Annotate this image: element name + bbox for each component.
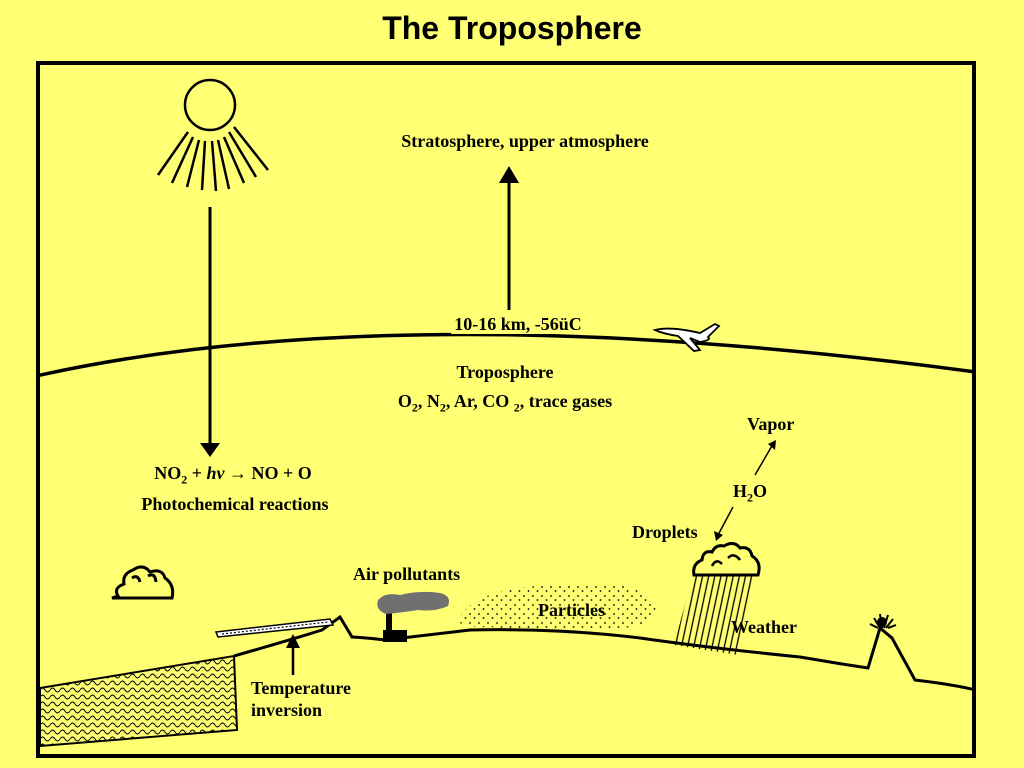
droplets-arrow (714, 506, 734, 541)
inversion-arrow (286, 634, 300, 675)
gases-label: O2, N2, Ar, CO 2, trace gases (397, 391, 613, 415)
factory-icon (383, 611, 407, 642)
cloud-icon (111, 565, 175, 600)
inversion-label: inversion (251, 700, 323, 720)
smoke-icon (377, 591, 449, 614)
stratosphere-label: Stratosphere, upper atmosphere (401, 131, 649, 151)
page-title: The Troposphere (382, 10, 642, 46)
temperature-label: Temperature (251, 678, 351, 698)
vapor-label: Vapor (747, 414, 795, 434)
sunlight-arrow (200, 207, 220, 457)
inversion-layer (214, 618, 335, 638)
tropopause-label: 10-16 km, -56üC (451, 314, 585, 334)
particles-cloud (458, 583, 656, 629)
air-pollutants-label: Air pollutants (353, 564, 461, 584)
ground-line (233, 614, 972, 691)
particles-label: Particles (538, 600, 605, 620)
airplane-icon (652, 322, 721, 352)
water-icon (40, 654, 239, 748)
photochemical-label: Photochemical reactions (141, 494, 329, 514)
weather-label: Weather (731, 617, 797, 637)
sun-icon (156, 78, 269, 192)
volcano-icon (869, 613, 897, 629)
diagram-frame (36, 61, 976, 758)
reaction-label: NO2 + hν → NO + O (154, 463, 312, 487)
droplets-label: Droplets (632, 522, 698, 542)
tropopause-line (40, 332, 972, 377)
troposphere-label: Troposphere (456, 362, 554, 382)
h2o-label: H2O (733, 481, 768, 505)
stratosphere-arrow (499, 166, 519, 310)
rain-cloud-icon (674, 541, 761, 655)
vapor-arrow (754, 440, 776, 476)
